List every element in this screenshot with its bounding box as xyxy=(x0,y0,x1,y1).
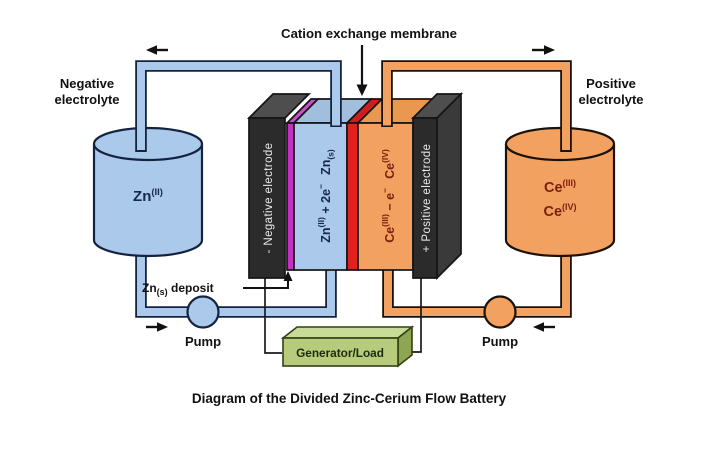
negative-pump-label: Pump xyxy=(185,334,221,349)
negative-electrode-label: - Negative electrode xyxy=(263,143,275,254)
generator-load-label: Generator/Load xyxy=(296,346,384,360)
diagram-caption: Diagram of the Divided Zinc-Cerium Flow … xyxy=(192,391,507,406)
negative-bottom-pipe xyxy=(135,250,337,318)
flow-arrow-top-left-icon xyxy=(146,45,168,55)
negative-electrolyte-label-line2: electrolyte xyxy=(54,92,119,107)
negative-electrolyte-label-line1: Negative xyxy=(60,76,114,91)
ce-tank-label-line2: Ce(IV) xyxy=(543,202,576,220)
negative-top-pipe xyxy=(135,60,342,152)
positive-electrode-block xyxy=(410,91,464,281)
positive-top-pipe xyxy=(381,60,572,152)
zn-tank-label: Zn(II) xyxy=(133,187,163,205)
negative-electrolyte-tank xyxy=(92,126,204,258)
positive-electrode-label: + Positive electrode xyxy=(421,144,433,253)
positive-electrolyte-label-line2: electrolyte xyxy=(578,92,643,107)
diagram-title: Cation exchange membrane xyxy=(281,26,457,41)
generator-load-box xyxy=(280,325,415,368)
flow-arrow-top-right-icon xyxy=(532,45,555,55)
zn-deposit-label: Zn(s) deposit xyxy=(142,281,214,297)
anolyte-reaction-label: Zn(II) + 2e−Zn(s) xyxy=(316,149,336,243)
positive-pump-label: Pump xyxy=(482,334,518,349)
positive-electrolyte-tank xyxy=(504,126,616,258)
catholyte-reaction-label: Ce(III) − e−Ce(IV) xyxy=(380,149,397,243)
positive-electrolyte-label-line1: Positive xyxy=(586,76,636,91)
cell-stack xyxy=(246,91,464,281)
membrane-pointer-arrow-icon xyxy=(356,45,368,96)
positive-wire xyxy=(410,277,422,353)
ce-tank-label-line1: Ce(III) xyxy=(544,178,576,196)
flow-arrow-bottom-right-icon xyxy=(533,322,555,332)
negative-wire xyxy=(264,277,282,354)
negative-pump xyxy=(186,295,220,329)
negative-electrode-block xyxy=(246,93,312,279)
positive-bottom-pipe xyxy=(382,250,572,318)
deposit-pointer-arrow-icon xyxy=(243,271,293,289)
flow-arrow-bottom-left-icon xyxy=(146,322,168,332)
positive-pump xyxy=(483,295,517,329)
